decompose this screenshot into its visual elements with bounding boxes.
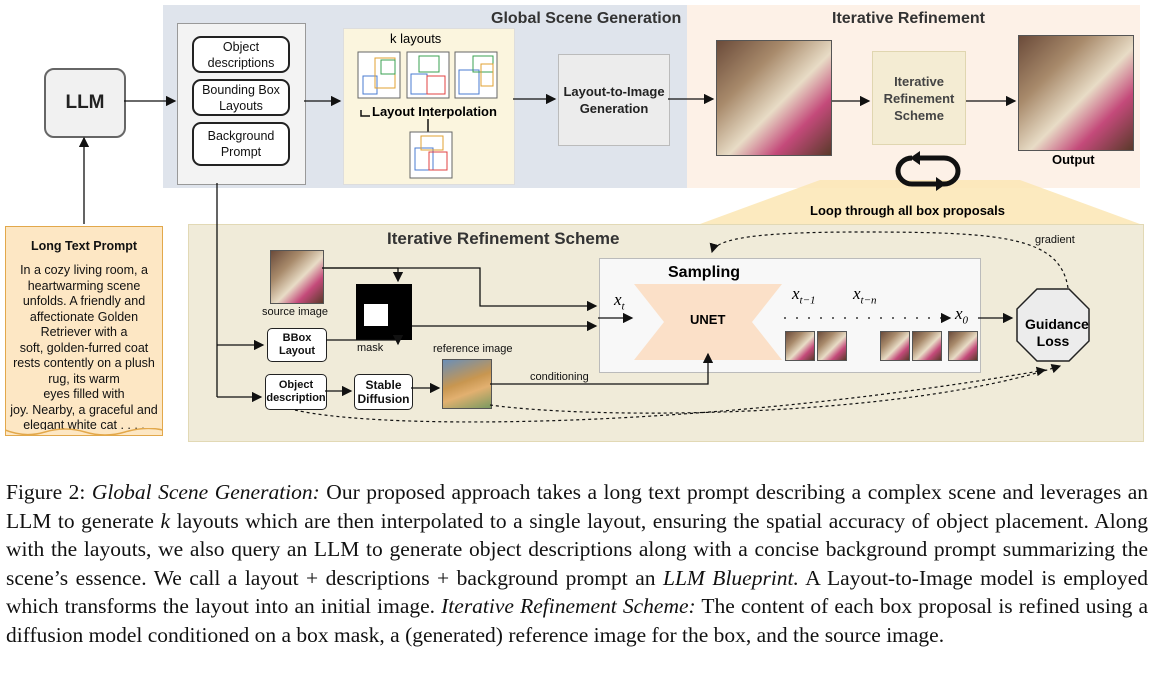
connector-arrows (78, 93, 1069, 423)
caption-label: Figure 2: (6, 480, 86, 504)
bbox-layouts-box: Bounding Box Layouts (192, 79, 290, 116)
guidance-loss-octagon (1016, 288, 1090, 362)
scheme-title: Iterative Refinement Scheme (387, 229, 620, 248)
sample-thumb (880, 331, 910, 361)
caption-italic-2: LLM Blueprint. (663, 565, 799, 590)
prompt-line: unfolds. A friendly and (22, 294, 146, 308)
guidance-loss-label: Guidance Loss (1025, 316, 1089, 349)
loop-label: Loop through all box proposals (810, 203, 1005, 218)
iterative-refinement-title: Iterative Refinement (832, 10, 985, 27)
long-text-prompt: Long Text Prompt In a cozy living room, … (5, 226, 163, 436)
iterative-refinement-scheme-box: Iterative Refinement Scheme (872, 51, 966, 145)
caption-k: k (160, 508, 171, 533)
source-image-label: source image (262, 306, 329, 318)
layout-to-image-box: Layout-to-Image Generation (558, 54, 670, 146)
mask-label: mask (357, 342, 384, 354)
loop-icon (895, 151, 961, 191)
llm-box: LLM (44, 68, 126, 138)
reference-image (442, 359, 492, 409)
prompt-line: elegant white cat . . . . (23, 418, 145, 432)
prompt-title: Long Text Prompt (30, 239, 137, 253)
bbox-layout-box: BBox Layout (267, 328, 327, 362)
prompt-line: joy. Nearby, a graceful and (10, 402, 158, 417)
stable-diffusion-box: Stable Diffusion (354, 374, 413, 410)
prompt-wave (5, 428, 163, 436)
prompt-line: In a cozy living room, a (20, 263, 148, 277)
object-description-box: Object description (265, 374, 327, 410)
prompt-line: eyes filled with (43, 387, 125, 401)
unet-label: UNET (690, 312, 726, 327)
initial-image (716, 40, 832, 156)
global-scene-title: Global Scene Generation (491, 10, 682, 27)
prompt-line: rug, its warm (48, 371, 120, 386)
mask-image (356, 284, 412, 340)
reference-image-label: reference image (433, 343, 513, 355)
object-descriptions-box: Object descriptions (192, 36, 290, 73)
conditioning-label: conditioning (530, 371, 589, 383)
layout-interpolation-label: Layout Interpolation (370, 104, 499, 119)
sampling-title: Sampling (668, 264, 741, 281)
gradient-label: gradient (1035, 234, 1075, 246)
caption-text-1: Our proposed approach takes a long text … (6, 480, 1149, 533)
layout-thumbnails (357, 51, 498, 179)
prompt-line: affectionate Golden (29, 309, 139, 324)
sample-thumb (785, 331, 815, 361)
caption-text-2: layouts which are then interpolated to a… (6, 508, 1148, 590)
caption-text-3: A Layout-to-Image model is employed whic… (6, 565, 1148, 619)
output-label: Output (1052, 152, 1095, 167)
caption-text-4: The content of each box proposal is refi… (6, 594, 1148, 647)
caption-italic-1: Global Scene Generation: (91, 480, 320, 504)
x0-label: x0 (955, 304, 969, 327)
figure-caption: Figure 2: Global Scene Generation: Our p… (6, 478, 1148, 649)
loop-trapezoid (700, 180, 1140, 224)
prompt-line: rests contently on a plush (13, 356, 155, 370)
caption-italic-3: Iterative Refinement Scheme: (441, 594, 696, 618)
background-prompt-box: Background Prompt (192, 122, 290, 166)
source-image (270, 250, 324, 304)
sample-thumb (912, 331, 942, 361)
xt1-label: xt−1 (792, 284, 816, 307)
k-layouts-label: k layouts (390, 31, 442, 46)
sample-thumb (948, 331, 978, 361)
sample-thumb (817, 331, 847, 361)
prompt-line: soft, golden-furred coat (19, 340, 149, 355)
xtn-label: xt−n (853, 284, 877, 307)
prompt-line: heartwarming scene (27, 278, 141, 293)
prompt-line: Retriever with a (40, 325, 128, 339)
output-image (1018, 35, 1134, 151)
xt-label: xt (614, 290, 625, 313)
unet-shape (634, 284, 782, 360)
